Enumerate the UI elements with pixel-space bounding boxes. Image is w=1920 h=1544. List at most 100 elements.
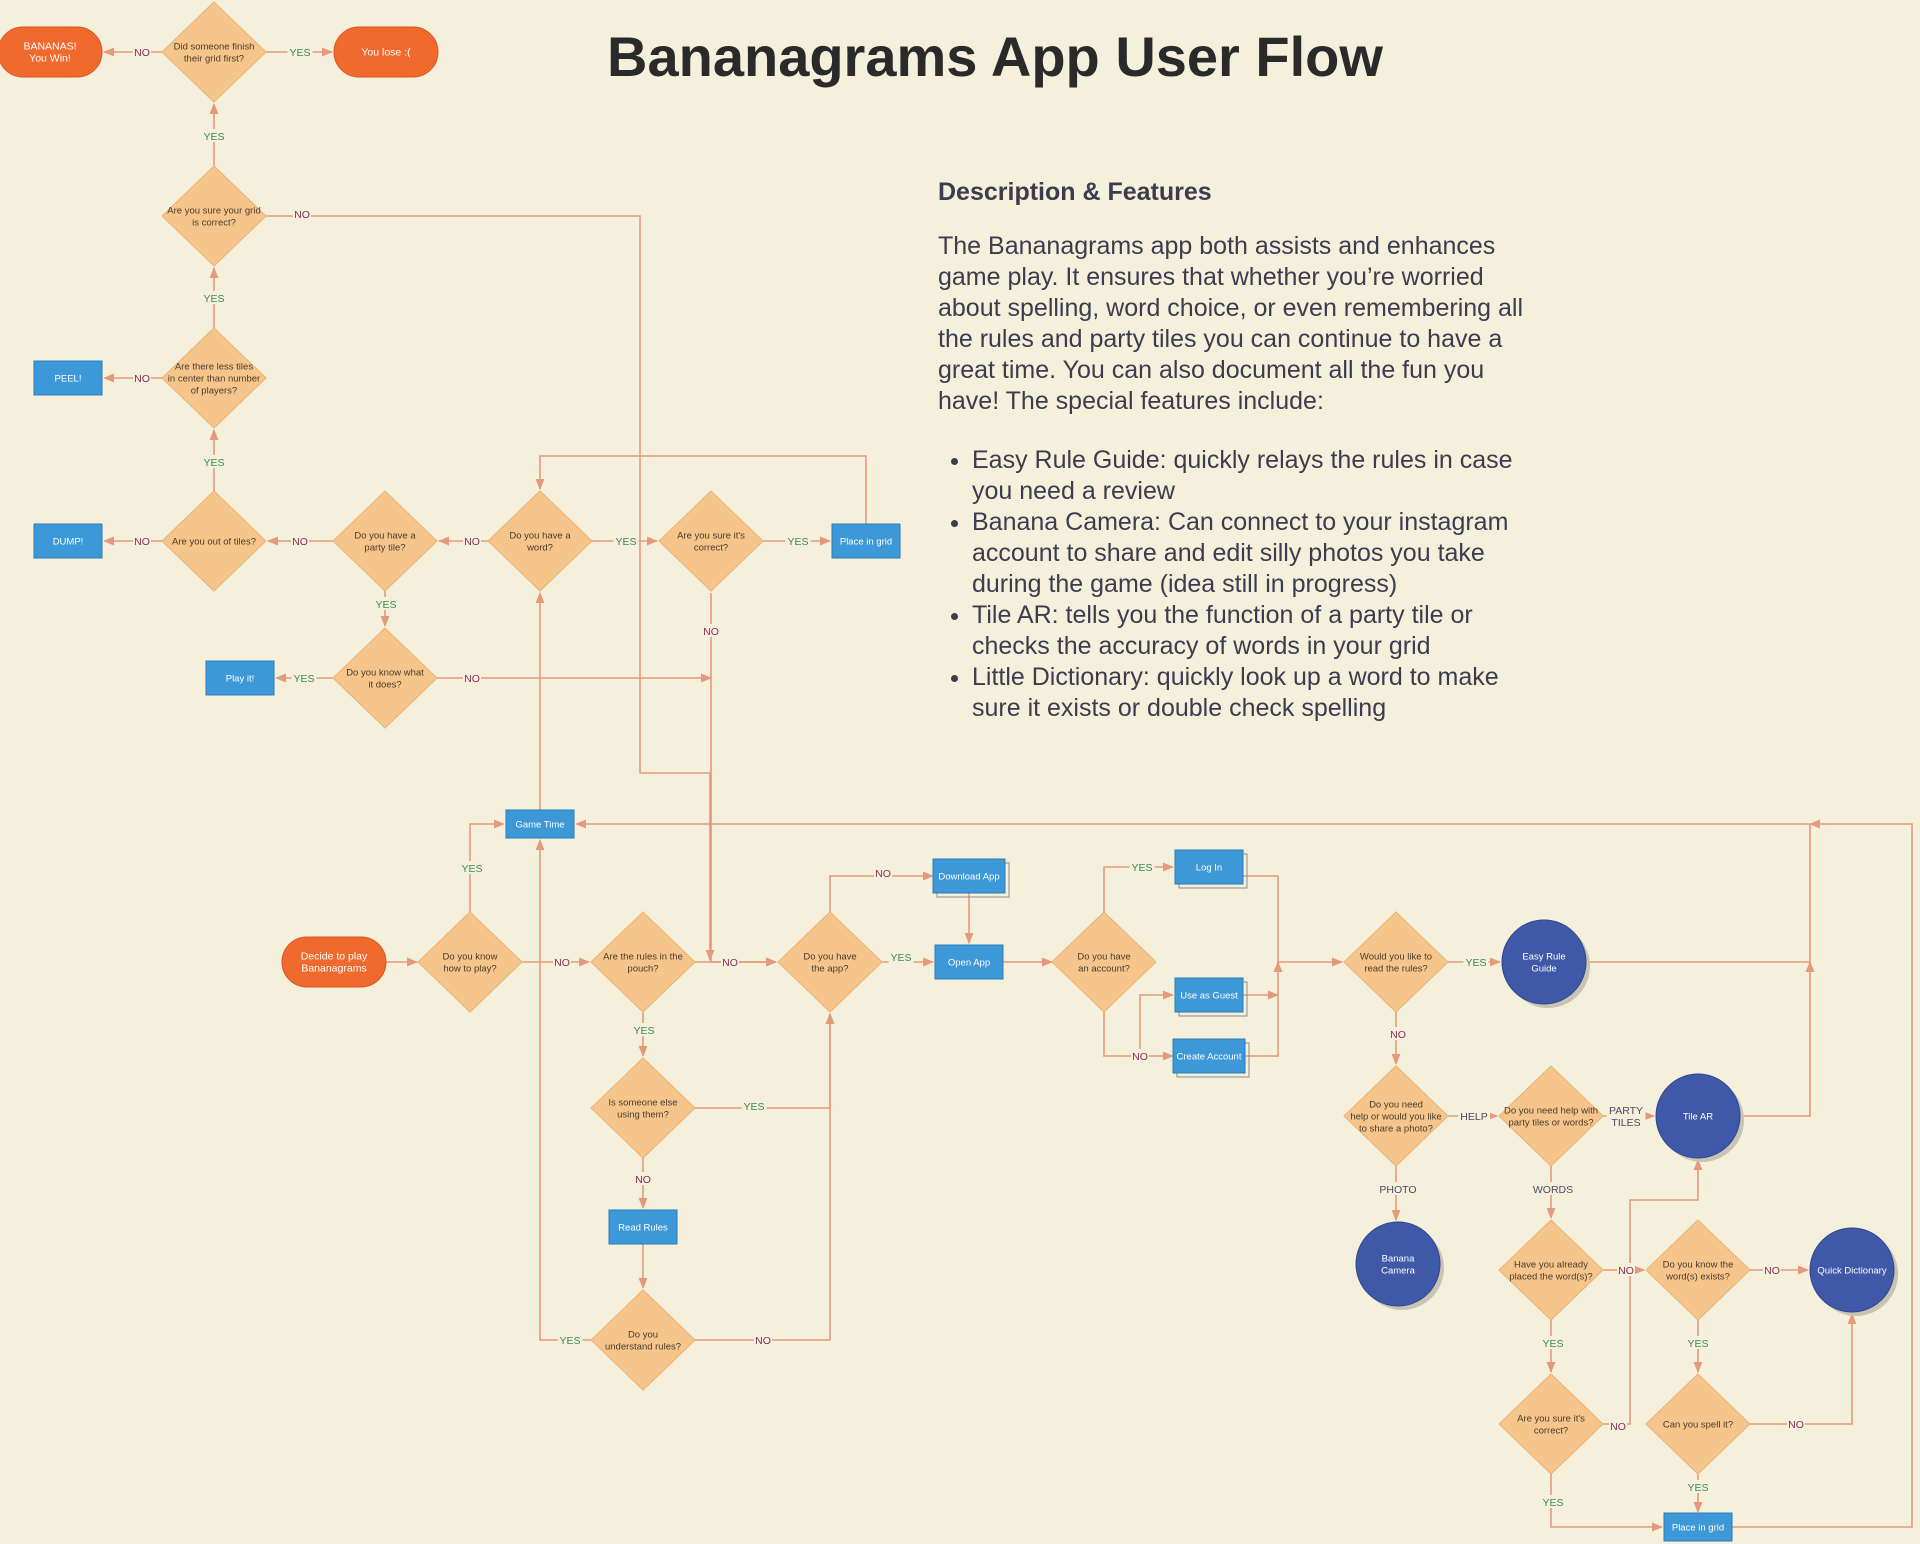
connector-line (535, 455, 867, 524)
edge-label-bg (1609, 1419, 1627, 1432)
node-label: party tiles or words? (1508, 1118, 1593, 1129)
node-label: word(s) exists? (1665, 1272, 1730, 1283)
connector-line (266, 215, 715, 962)
edge-label-yes: YES (375, 599, 396, 611)
node-label: Do you know (443, 952, 498, 963)
node-label: Are the rules in the (603, 952, 683, 963)
node-label: Are there less tiles (175, 362, 253, 373)
connector-line (695, 1012, 835, 1341)
edge-label-no: NO (1618, 1265, 1634, 1277)
create-account-node: Create Account (1172, 1038, 1250, 1078)
node-label: using them? (617, 1110, 669, 1121)
edge-label-no: NO (134, 47, 150, 59)
edge-label-other: PHOTO (1379, 1184, 1416, 1196)
edge-label-yes: YES (203, 131, 224, 143)
node-label: Do you have (1077, 952, 1130, 963)
edge-label-no: NO (703, 626, 719, 638)
node-label: Do you (628, 1330, 658, 1341)
node-label: read the rules? (1364, 964, 1427, 975)
decision-diamond (777, 911, 883, 1013)
edge-label-bg (463, 534, 481, 547)
edge-label-bg (785, 534, 811, 547)
node-label: Bananagrams (301, 963, 366, 975)
node-label: Can you spell it? (1663, 1420, 1733, 1431)
page-title: Bananagrams App User Flow (607, 25, 1383, 88)
node-label: Read Rules (618, 1223, 668, 1234)
node-label: Banana (1382, 1254, 1415, 1265)
decision-diamond (1498, 1373, 1604, 1475)
edge-label-bg (133, 45, 151, 58)
edge-label-no: NO (1764, 1265, 1780, 1277)
edge-label-bg (1540, 1495, 1566, 1508)
decision-diamond (1498, 1219, 1604, 1321)
edge-label-bg (291, 534, 309, 547)
edge-label-no: NO (294, 209, 310, 221)
connector-line (1103, 1012, 1175, 1061)
edge-label-bg (459, 861, 485, 874)
decision-diamond (590, 1057, 696, 1159)
node-label: You Win! (29, 53, 71, 65)
edge-label-no: NO (464, 673, 480, 685)
edge-label-bg (1763, 1263, 1781, 1276)
process-box (505, 809, 575, 839)
node-label: party tile? (364, 543, 405, 554)
bananas-win-node: BANANAS!You Win! (0, 26, 103, 78)
node-label: the app? (812, 964, 849, 975)
terminal-pill (0, 26, 103, 78)
decision-diamond (1498, 1065, 1604, 1167)
node-label: Decide to play (301, 951, 368, 963)
read-rules-node: Read Rules (608, 1209, 678, 1245)
edge-label-bg (463, 671, 481, 684)
terminal-pill (281, 936, 387, 988)
connector-line (1139, 990, 1175, 1056)
decision-diamond (1343, 1065, 1449, 1167)
dump-node: DUMP! (33, 523, 103, 559)
node-label: correct? (1534, 1426, 1568, 1437)
edge-label-yes: YES (461, 863, 482, 875)
node-label: Did someone finish (174, 42, 255, 53)
edge-label-other: PARTY (1609, 1105, 1643, 1117)
edge-label-yes: YES (615, 536, 636, 548)
edge-label-bg (613, 534, 639, 547)
node-label: Open App (948, 958, 990, 969)
node-label: Would you like to (1360, 952, 1432, 963)
edge-label-yes: YES (1687, 1338, 1708, 1350)
edge-label-yes: YES (890, 952, 911, 964)
use-guest-node: Use as Guest (1174, 977, 1248, 1017)
connector-line (695, 1012, 835, 1109)
log-in-node: Log In (1174, 849, 1248, 889)
edge-label-bg (1463, 955, 1489, 968)
edge-label-bg (1685, 1336, 1711, 1349)
edge-label-yes: YES (1131, 862, 1152, 874)
feature-item: Banana Camera: Can connect to your insta… (972, 507, 1548, 600)
node-label: Log In (1196, 863, 1222, 874)
node-label: Create Account (1177, 1052, 1242, 1063)
feature-item: Tile AR: tells you the function of a par… (972, 600, 1548, 662)
description-paragraph: The Bananagrams app both assists and enh… (938, 232, 1524, 415)
edge-label-bg (201, 129, 227, 142)
edge-label-bg (741, 1099, 767, 1112)
edge-label-other: TILES (1611, 1117, 1640, 1129)
node-label: Place in grid (1672, 1523, 1724, 1534)
node-label: their grid first? (184, 54, 244, 65)
connector-line (1740, 960, 1815, 1117)
peel-node: PEEL! (33, 360, 103, 396)
node-label: Use as Guest (1180, 991, 1238, 1002)
decision-diamond (658, 490, 764, 592)
edge-label-no: NO (1610, 1421, 1626, 1433)
edge-label-bg (201, 455, 227, 468)
edge-label-no: NO (134, 373, 150, 385)
edge-label-yes: YES (787, 536, 808, 548)
node-label: correct? (694, 543, 728, 554)
decision-diamond (161, 327, 267, 429)
process-box (1663, 1512, 1733, 1542)
